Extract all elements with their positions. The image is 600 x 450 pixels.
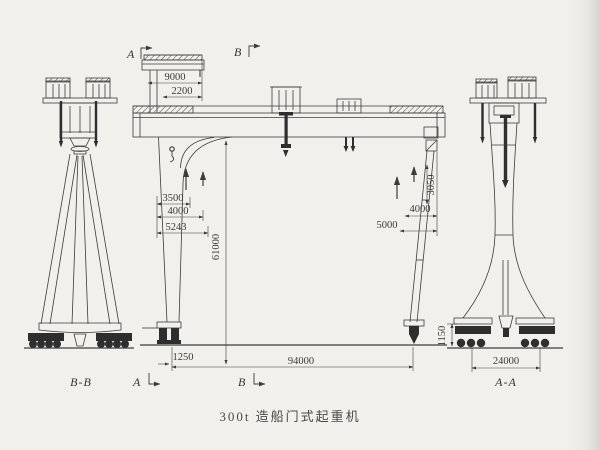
section-hooks-right (480, 103, 538, 188)
bogies-bb (28, 333, 132, 348)
walkway-hatch-right (389, 105, 444, 114)
rigid-leg (462, 122, 546, 319)
section-letter-a-top: A (126, 47, 135, 61)
section-letter-b-top: B (234, 45, 242, 59)
section-marker-top-b: B (234, 43, 261, 59)
view-label-aa: A-A (494, 375, 517, 389)
section-marker-bottom-a: A (132, 373, 161, 389)
dim-lift-height: 61000 (211, 234, 222, 260)
view-a-a (447, 76, 563, 372)
dim-cantilever: 9000 (165, 72, 186, 83)
main-trolley (270, 86, 302, 157)
aux-hooks (343, 137, 356, 152)
view-b-b (24, 77, 134, 349)
walkway-hatch-left (132, 105, 194, 114)
main-girder (132, 105, 446, 138)
scan-edge-shadow (568, 0, 600, 450)
dim-span: 94000 (288, 356, 314, 367)
main-elevation (132, 54, 447, 346)
section-letter-b-bottom: B (238, 375, 246, 389)
bogies-aa (455, 326, 555, 348)
aux-trolley (336, 98, 362, 152)
section-marker-bottom-b: B (238, 373, 266, 389)
dim-left-h3: 5243 (166, 222, 187, 233)
section-marker-top-a: A (126, 45, 153, 61)
hoist-arrows-left (169, 146, 207, 190)
dim-right-h1: 3050 (426, 175, 437, 196)
dim-right-setback: 5000 (377, 220, 398, 231)
dim-rail-inset: 1250 (173, 352, 194, 363)
dim-setback: 2200 (172, 86, 193, 97)
dim-left-h2: 4000 (168, 206, 189, 217)
dim-right-h2: 4000 (410, 204, 431, 215)
dim-left-h1: 3500 (163, 193, 184, 204)
dim-track-gauge: 24000 (493, 356, 519, 367)
hoist-arrows-right (393, 166, 418, 199)
main-hook (279, 112, 293, 157)
cantilever-beam (141, 54, 205, 77)
view-label-bb: B-B (70, 375, 92, 389)
section-letter-a-bottom: A (132, 375, 141, 389)
left-leg (142, 136, 233, 344)
dim-buffer-height: 1150 (437, 326, 448, 347)
drawing-caption: 300t 造船门式起重机 (219, 409, 360, 424)
a-frame-legs (40, 153, 120, 325)
dim-gauge-lines (471, 348, 541, 372)
dimensions-main: 9000 2200 3500 4000 5243 61000 3050 4000… (147, 60, 457, 371)
right-leg (403, 126, 439, 344)
section-hooks-left (58, 101, 99, 148)
